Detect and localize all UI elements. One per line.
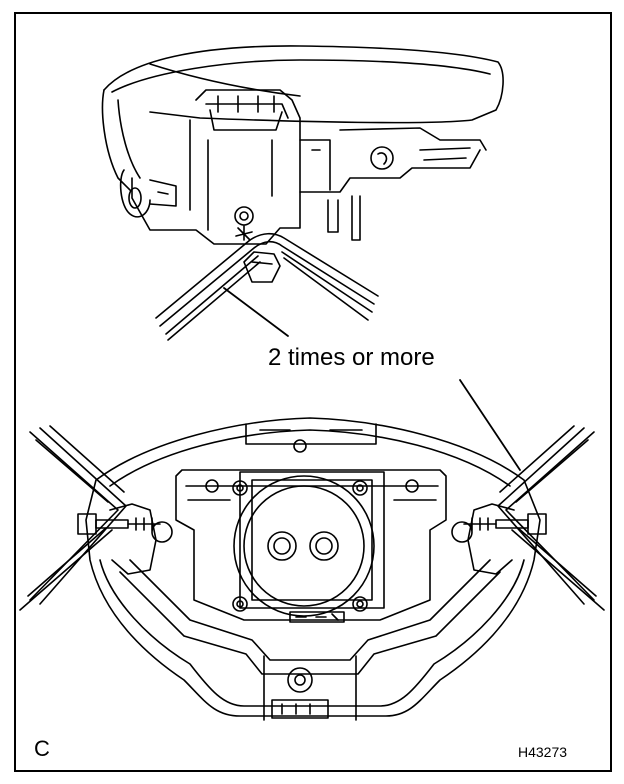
illustration-frame [14, 12, 612, 772]
figure-id: H43273 [518, 744, 568, 760]
panel-letter: C [34, 736, 50, 761]
steering-pad-rear-view [19, 379, 605, 721]
callout-label: 2 times or more [268, 344, 435, 371]
airbag-module-side-view [101, 45, 504, 341]
